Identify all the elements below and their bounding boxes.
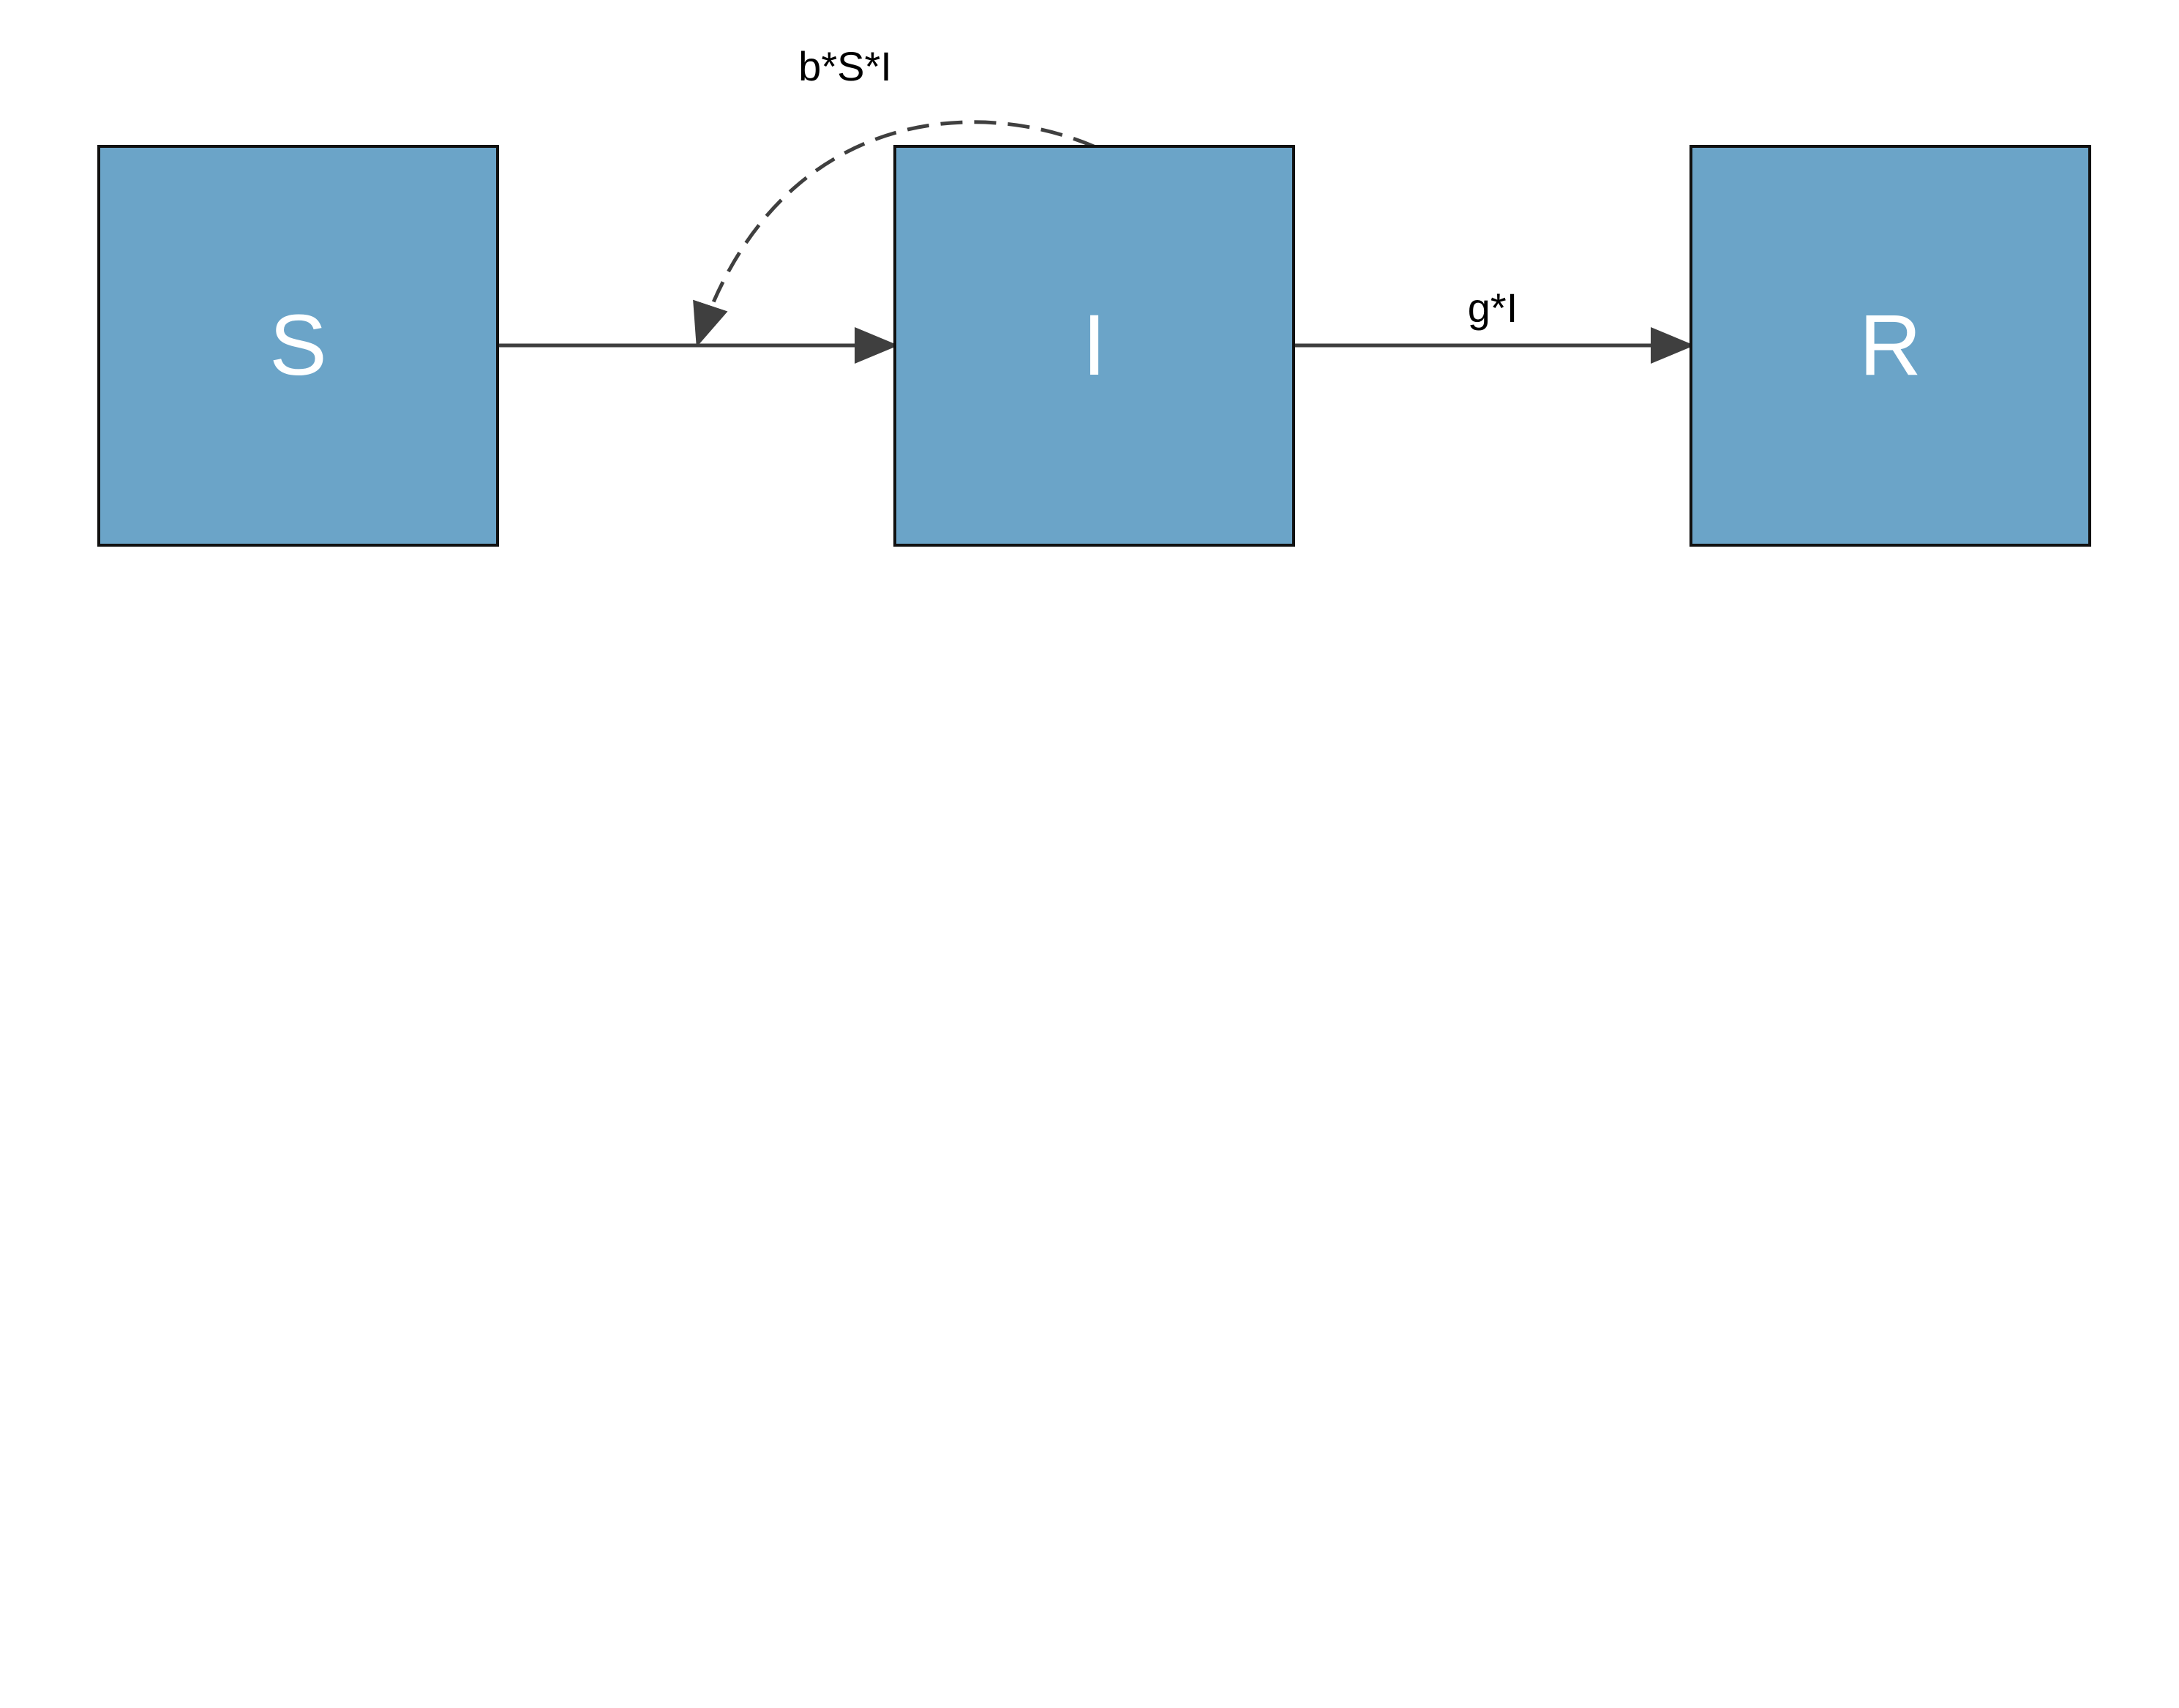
node-s: S — [97, 145, 499, 547]
node-s-box — [97, 145, 499, 547]
node-r-label: R — [1859, 297, 1921, 394]
interaction-arrow-i-to-infection-flow — [693, 120, 1095, 348]
infection-rate-label: b*S*I — [798, 43, 892, 89]
node-r-box — [1689, 145, 2091, 547]
node-s-label: S — [269, 297, 327, 394]
node-i-box — [893, 145, 1295, 547]
recovery-rate-label: g*I — [1468, 285, 1518, 331]
node-i: I — [893, 145, 1295, 547]
node-r: R — [1689, 145, 2091, 547]
node-i-label: I — [1082, 297, 1106, 394]
